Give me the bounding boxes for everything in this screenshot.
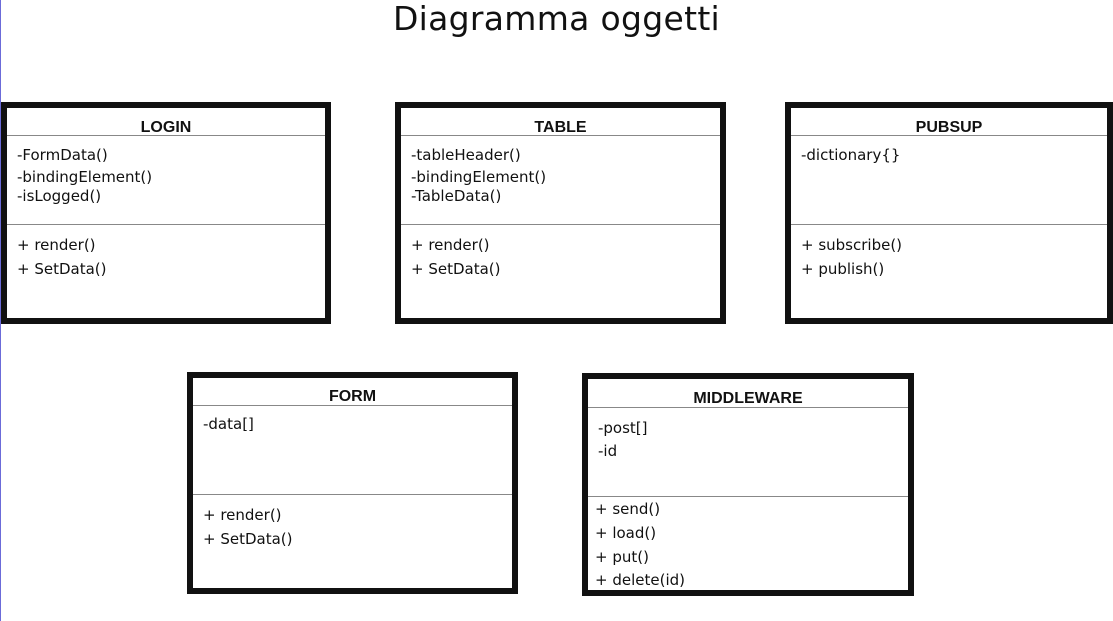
- class-attribute: -bindingElement(): [17, 168, 153, 186]
- class-name: FORM: [328, 388, 377, 405]
- class-attribute: -tableHeader(): [411, 146, 521, 164]
- attributes-divider: [7, 224, 325, 225]
- name-divider: [588, 407, 908, 408]
- class-attribute: -post[]: [598, 419, 648, 437]
- class-method: + put(): [595, 548, 649, 566]
- class-method: + render(): [411, 236, 490, 254]
- class-method: + delete(id): [595, 571, 685, 589]
- class-method: + subscribe(): [801, 236, 903, 254]
- name-divider: [791, 135, 1107, 136]
- name-divider: [7, 135, 325, 136]
- attributes-divider: [193, 494, 512, 495]
- class-box-middleware: MIDDLEWARE -post[] -id + send() + load()…: [582, 373, 914, 596]
- class-method: + SetData(): [411, 260, 501, 278]
- class-name: TABLE: [534, 119, 587, 136]
- class-attribute: -dictionary{}: [801, 146, 901, 164]
- class-box-pubsup: PUBSUP -dictionary{} + subscribe() + pub…: [785, 102, 1113, 324]
- class-attribute: -id: [598, 442, 618, 460]
- diagram-title: Diagramma oggetti: [392, 0, 721, 38]
- class-method: + load(): [595, 524, 657, 542]
- class-attribute: -data[]: [203, 415, 254, 433]
- class-name: LOGIN: [140, 119, 192, 136]
- class-method: + send(): [595, 500, 661, 518]
- class-attribute: -bindingElement(): [411, 168, 547, 186]
- class-method: + publish(): [801, 260, 885, 278]
- name-divider: [193, 405, 512, 406]
- name-divider: [401, 135, 720, 136]
- class-attribute: -FormData(): [17, 146, 108, 164]
- class-box-form: FORM -data[] + render() + SetData(): [187, 372, 518, 594]
- attributes-divider: [588, 496, 908, 497]
- class-method: + render(): [17, 236, 96, 254]
- class-box-table: TABLE -tableHeader() -bindingElement() -…: [395, 102, 726, 324]
- attributes-divider: [791, 224, 1107, 225]
- class-name: PUBSUP: [915, 119, 983, 136]
- class-box-login: LOGIN -FormData() -bindingElement() -isL…: [1, 102, 331, 324]
- left-edge-line: [0, 0, 1, 621]
- class-attribute: -isLogged(): [17, 187, 102, 205]
- class-method: + SetData(): [203, 530, 293, 548]
- class-attribute: -TableData(): [411, 187, 502, 205]
- class-method: + render(): [203, 506, 282, 524]
- attributes-divider: [401, 224, 720, 225]
- class-method: + SetData(): [17, 260, 107, 278]
- class-name: MIDDLEWARE: [693, 390, 803, 407]
